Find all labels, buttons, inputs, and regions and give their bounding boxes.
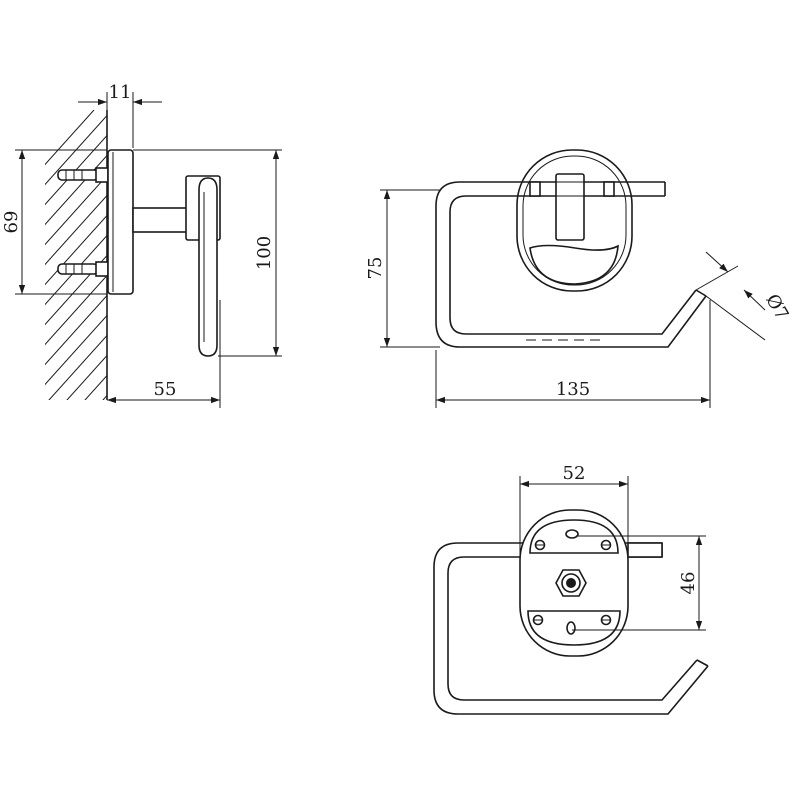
plate-cover-slot: [529, 244, 619, 285]
dim-label-75: 75: [365, 257, 386, 280]
dim-plate-height: 46: [572, 535, 706, 631]
dim-label-69: 69: [1, 211, 22, 234]
top-rod: [433, 542, 709, 715]
dim-plate-thickness: 11: [78, 82, 162, 148]
dim-total-height: 100: [133, 149, 282, 357]
front-view: 75 135 Ø7: [365, 149, 792, 408]
holder-rod: [198, 177, 218, 357]
dim-projection-depth: 55: [107, 300, 221, 408]
front-rod: [435, 181, 707, 348]
dim-plate-width: 52: [519, 463, 629, 588]
support-arm: [132, 207, 194, 233]
dim-label-11: 11: [109, 82, 132, 103]
dim-label-diameter: Ø7: [761, 291, 792, 324]
plate-screws: [532, 539, 612, 626]
dim-label-135: 135: [556, 379, 590, 400]
dim-label-52: 52: [563, 463, 586, 484]
dim-front-height: 75: [365, 189, 440, 348]
side-view: 11 69 100 55: [1, 82, 282, 408]
dim-label-46: 46: [678, 572, 699, 595]
dim-front-width: 135: [435, 300, 711, 408]
mounting-plate: [107, 149, 134, 295]
dim-label-55: 55: [154, 379, 177, 400]
top-view: 52 46: [433, 463, 709, 715]
dim-label-100: 100: [254, 236, 275, 270]
wall-anchor-bottom: [57, 261, 109, 277]
wall-hatching: [45, 110, 108, 400]
front-rod-clamp: [555, 173, 585, 241]
dim-anchor-spacing: 69: [1, 149, 107, 295]
hex-nut: [555, 569, 587, 597]
wall-anchor-top: [57, 167, 109, 183]
